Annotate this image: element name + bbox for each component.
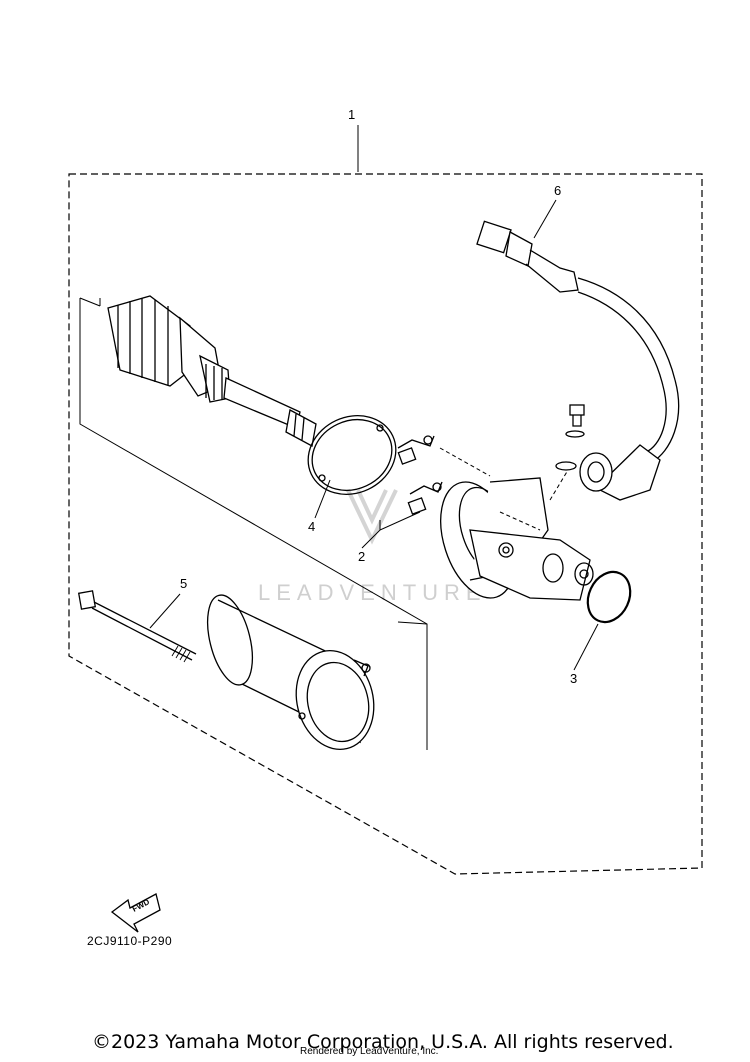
starter-housing: [440, 477, 594, 601]
terminal-screw: [549, 404, 585, 501]
yoke-case: [206, 594, 375, 751]
leadventure-watermark: LEADVENTURE: [258, 489, 487, 605]
callout-6: 6: [554, 183, 561, 198]
gasket-part-4: [307, 415, 397, 495]
callout-2: 2: [358, 549, 365, 564]
bolt-part-5: [77, 590, 197, 663]
armature: [107, 295, 317, 447]
callout-1: 1: [348, 107, 355, 122]
forward-direction-icon: FWD: [110, 893, 161, 933]
rendered-by-notice: Rendered by LeadVenture, Inc.: [300, 1046, 439, 1057]
o-ring-part-3: [586, 570, 632, 624]
exploded-frame: [79, 298, 428, 750]
callout-3: 3: [570, 671, 577, 686]
callout-4: 4: [308, 519, 315, 534]
drawing-code: 2CJ9110-P290: [87, 934, 173, 948]
watermark-text: LEADVENTURE: [258, 580, 487, 605]
lead-wire-part-6: [476, 220, 680, 501]
brush-set-part-2: [397, 435, 443, 515]
callout-5: 5: [180, 576, 187, 591]
copyright-notice: ©2023 Yamaha Motor Corporation, U.S.A. A…: [92, 1031, 674, 1053]
assembly-boundary: [68, 173, 703, 875]
